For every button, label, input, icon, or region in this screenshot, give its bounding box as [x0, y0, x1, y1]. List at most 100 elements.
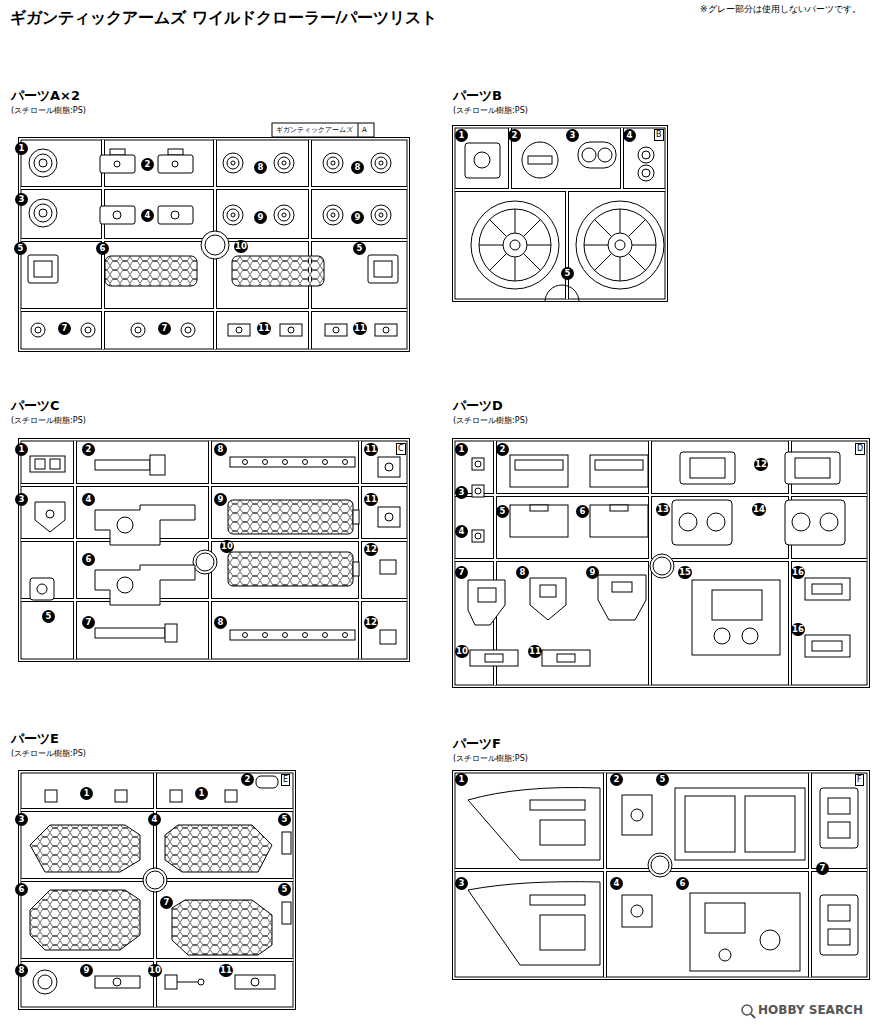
part-shapes: [223, 153, 243, 173]
callout-number: 9: [254, 211, 267, 224]
part-shapes: [472, 458, 484, 470]
part-shapes: [105, 256, 197, 286]
part-shapes: [653, 557, 671, 575]
callout-number: 4: [141, 209, 154, 222]
part-shapes: [30, 890, 140, 950]
callout-number: 8: [15, 964, 28, 977]
part-shapes: [590, 455, 648, 487]
part-shapes: [651, 856, 669, 874]
part-shapes: [196, 553, 214, 571]
part-shapes: [805, 635, 850, 657]
part-shapes: [230, 630, 355, 640]
callout-number: 2: [82, 443, 95, 456]
part-shapes: [236, 327, 242, 333]
part-shapes: [820, 788, 858, 848]
part-shapes: [828, 798, 850, 814]
callout-number: 4: [82, 493, 95, 506]
runner-letter: B: [654, 129, 664, 141]
part-shapes: [37, 584, 47, 594]
callout-number: 5: [496, 505, 509, 518]
part-shapes: [274, 153, 294, 173]
part-shapes: [85, 327, 91, 333]
watermark-icon: [742, 1005, 752, 1015]
callout-number: 3: [455, 877, 468, 890]
part-shapes: [542, 650, 590, 666]
part-shapes: [692, 580, 780, 655]
callout-number: 11: [364, 443, 378, 456]
runner-bar: [455, 128, 665, 299]
callout-number: 5: [278, 813, 291, 826]
part-shapes: [685, 796, 735, 852]
callout-number: 3: [15, 493, 28, 506]
part-shapes: [745, 796, 795, 852]
part-shapes: [228, 324, 250, 336]
callout-number: 9: [351, 211, 364, 224]
part-shapes: [231, 213, 235, 217]
part-shapes: [380, 560, 396, 574]
part-shapes: [198, 979, 204, 985]
runner-frame: パーツC(スチロール樹脂:PS): [18, 438, 410, 662]
part-shapes: [100, 206, 135, 224]
part-shapes: [510, 455, 568, 487]
callout-number: 7: [455, 566, 468, 579]
part-shapes: [515, 460, 563, 470]
callout-number: 11: [219, 964, 233, 977]
part-shapes: [557, 654, 575, 662]
callout-number: 5: [278, 883, 291, 896]
part-shapes: [323, 205, 343, 225]
part-shapes: [95, 460, 150, 470]
part-shapes: [327, 209, 339, 221]
material-note: (スチロール樹脂:PS): [11, 748, 86, 759]
part-shapes: [150, 455, 165, 475]
part-shapes: [648, 853, 672, 877]
part-shapes: [193, 550, 217, 574]
callout-number: 9: [586, 566, 599, 579]
part-shapes: [323, 153, 343, 173]
part-shapes: [828, 822, 850, 838]
part-shapes: [177, 982, 198, 983]
part-shapes: [582, 148, 596, 162]
part-shapes: [468, 580, 505, 625]
part-shapes: [680, 452, 735, 484]
part-shapes: [612, 582, 632, 592]
part-shapes: [158, 206, 193, 224]
callout-number: 15: [678, 566, 692, 579]
part-shapes: [545, 285, 579, 302]
part-shapes: [353, 510, 359, 524]
runner-heading: パーツC: [11, 397, 60, 414]
runner-bar: [21, 441, 407, 659]
callout-number: 1: [15, 443, 28, 456]
runner-bar: [455, 773, 867, 977]
part-shapes: [820, 895, 858, 955]
callout-number: 11: [257, 322, 271, 335]
part-shapes: [235, 975, 275, 989]
part-shapes: [615, 240, 625, 250]
part-shapes: [172, 900, 272, 955]
callout-number: 6: [96, 242, 109, 255]
runner-letter: D: [855, 443, 865, 455]
part-shapes: [598, 575, 646, 620]
part-shapes: [540, 915, 585, 950]
part-shapes: [379, 213, 383, 217]
runner-heading: パーツD: [453, 397, 503, 414]
callout-number: 6: [576, 505, 589, 518]
runner-bar: [21, 773, 293, 1007]
part-shapes: [343, 460, 348, 465]
callout-number: 4: [623, 129, 636, 142]
runner-frame: [21, 140, 407, 349]
part-shapes: [223, 205, 243, 225]
part-shapes: [243, 633, 248, 638]
part-shapes: [327, 157, 339, 169]
part-shapes: [323, 460, 328, 465]
watermark-icon: [751, 1014, 755, 1018]
part-shapes: [172, 161, 178, 167]
callout-number: 9: [80, 964, 93, 977]
callout-number: 8: [516, 566, 529, 579]
runner-letter: C: [396, 443, 406, 455]
part-shapes: [263, 633, 268, 638]
callout-number: 5: [14, 242, 27, 255]
runner-frame: パーツF(スチロール樹脂:PS): [452, 770, 870, 980]
runner-letter: F: [855, 774, 864, 786]
part-shapes: [143, 868, 167, 892]
